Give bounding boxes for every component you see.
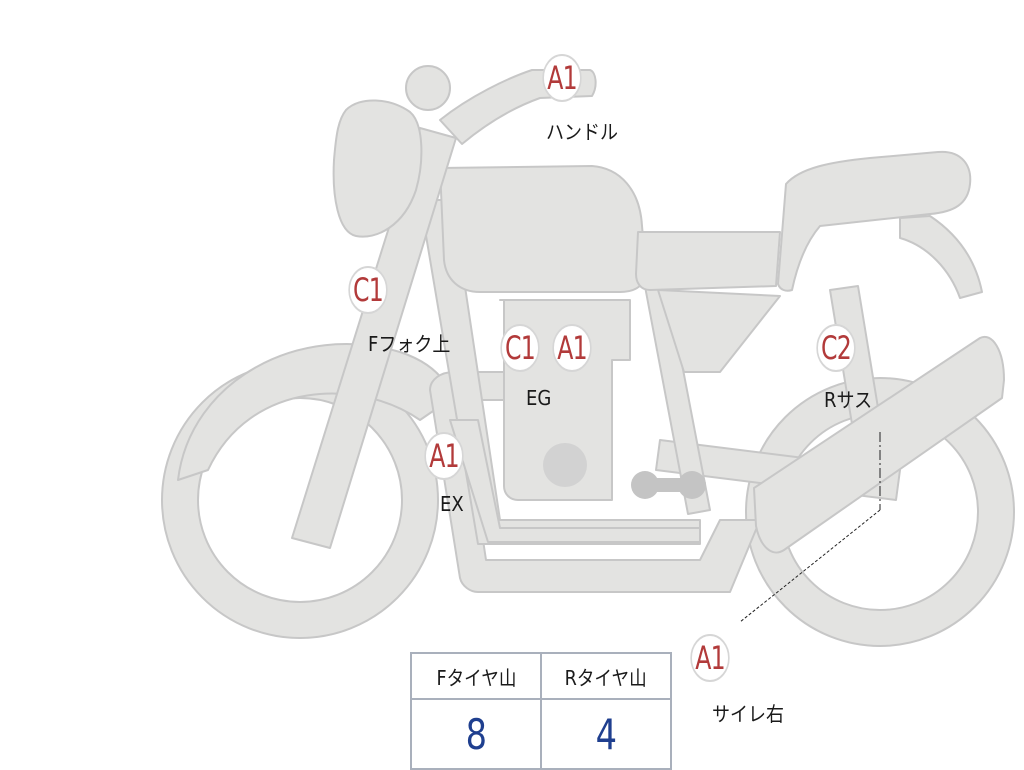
headlight (332, 99, 423, 238)
tail-cowl (777, 150, 972, 292)
front-tire-header: Fタイヤ山 (410, 652, 542, 700)
marker-handle-label: ハンドル (546, 120, 618, 144)
marker-exhaust-label: EX (440, 492, 464, 516)
foot-peg (631, 471, 706, 499)
front-fender (177, 343, 453, 481)
exhaust-pipe (449, 419, 701, 543)
marker-exhaust-badge: A1 (424, 432, 464, 480)
marker-rear-suspension-label: Rサス (824, 388, 873, 412)
marker-fork-badge: C1 (348, 266, 388, 314)
muffler (753, 335, 1005, 554)
engine-cover (543, 443, 587, 487)
seat (635, 231, 781, 291)
front-tire-value: 8 (410, 699, 542, 770)
rear-tire-value-text: 4 (595, 709, 617, 759)
marker-rear-suspension-badge: C2 (816, 324, 856, 372)
tail-light (899, 215, 983, 299)
marker-silencer-right-badge: A1 (690, 634, 730, 682)
rear-tire-value: 4 (540, 699, 672, 770)
marker-engine-label: EG (526, 386, 552, 410)
rear-tire-header-text: Rタイヤ山 (564, 665, 648, 690)
front-tire-value-text: 8 (465, 709, 487, 759)
marker-fork-label: Fフォク上 (368, 332, 451, 356)
tire-tread-table: Fタイヤ山 Rタイヤ山 8 4 (410, 652, 672, 770)
front-fork (291, 127, 457, 549)
front-tire-header-text: Fタイヤ山 (436, 665, 516, 690)
rear-tire-header: Rタイヤ山 (540, 652, 672, 700)
fuel-tank (439, 165, 647, 293)
mirror (405, 65, 451, 111)
side-cover (657, 289, 781, 373)
marker-engine-a-badge: A1 (552, 324, 592, 372)
marker-engine-c-badge: C1 (500, 324, 540, 372)
marker-silencer-right-label: サイレ右 (712, 702, 784, 726)
marker-handle-badge: A1 (542, 54, 582, 102)
